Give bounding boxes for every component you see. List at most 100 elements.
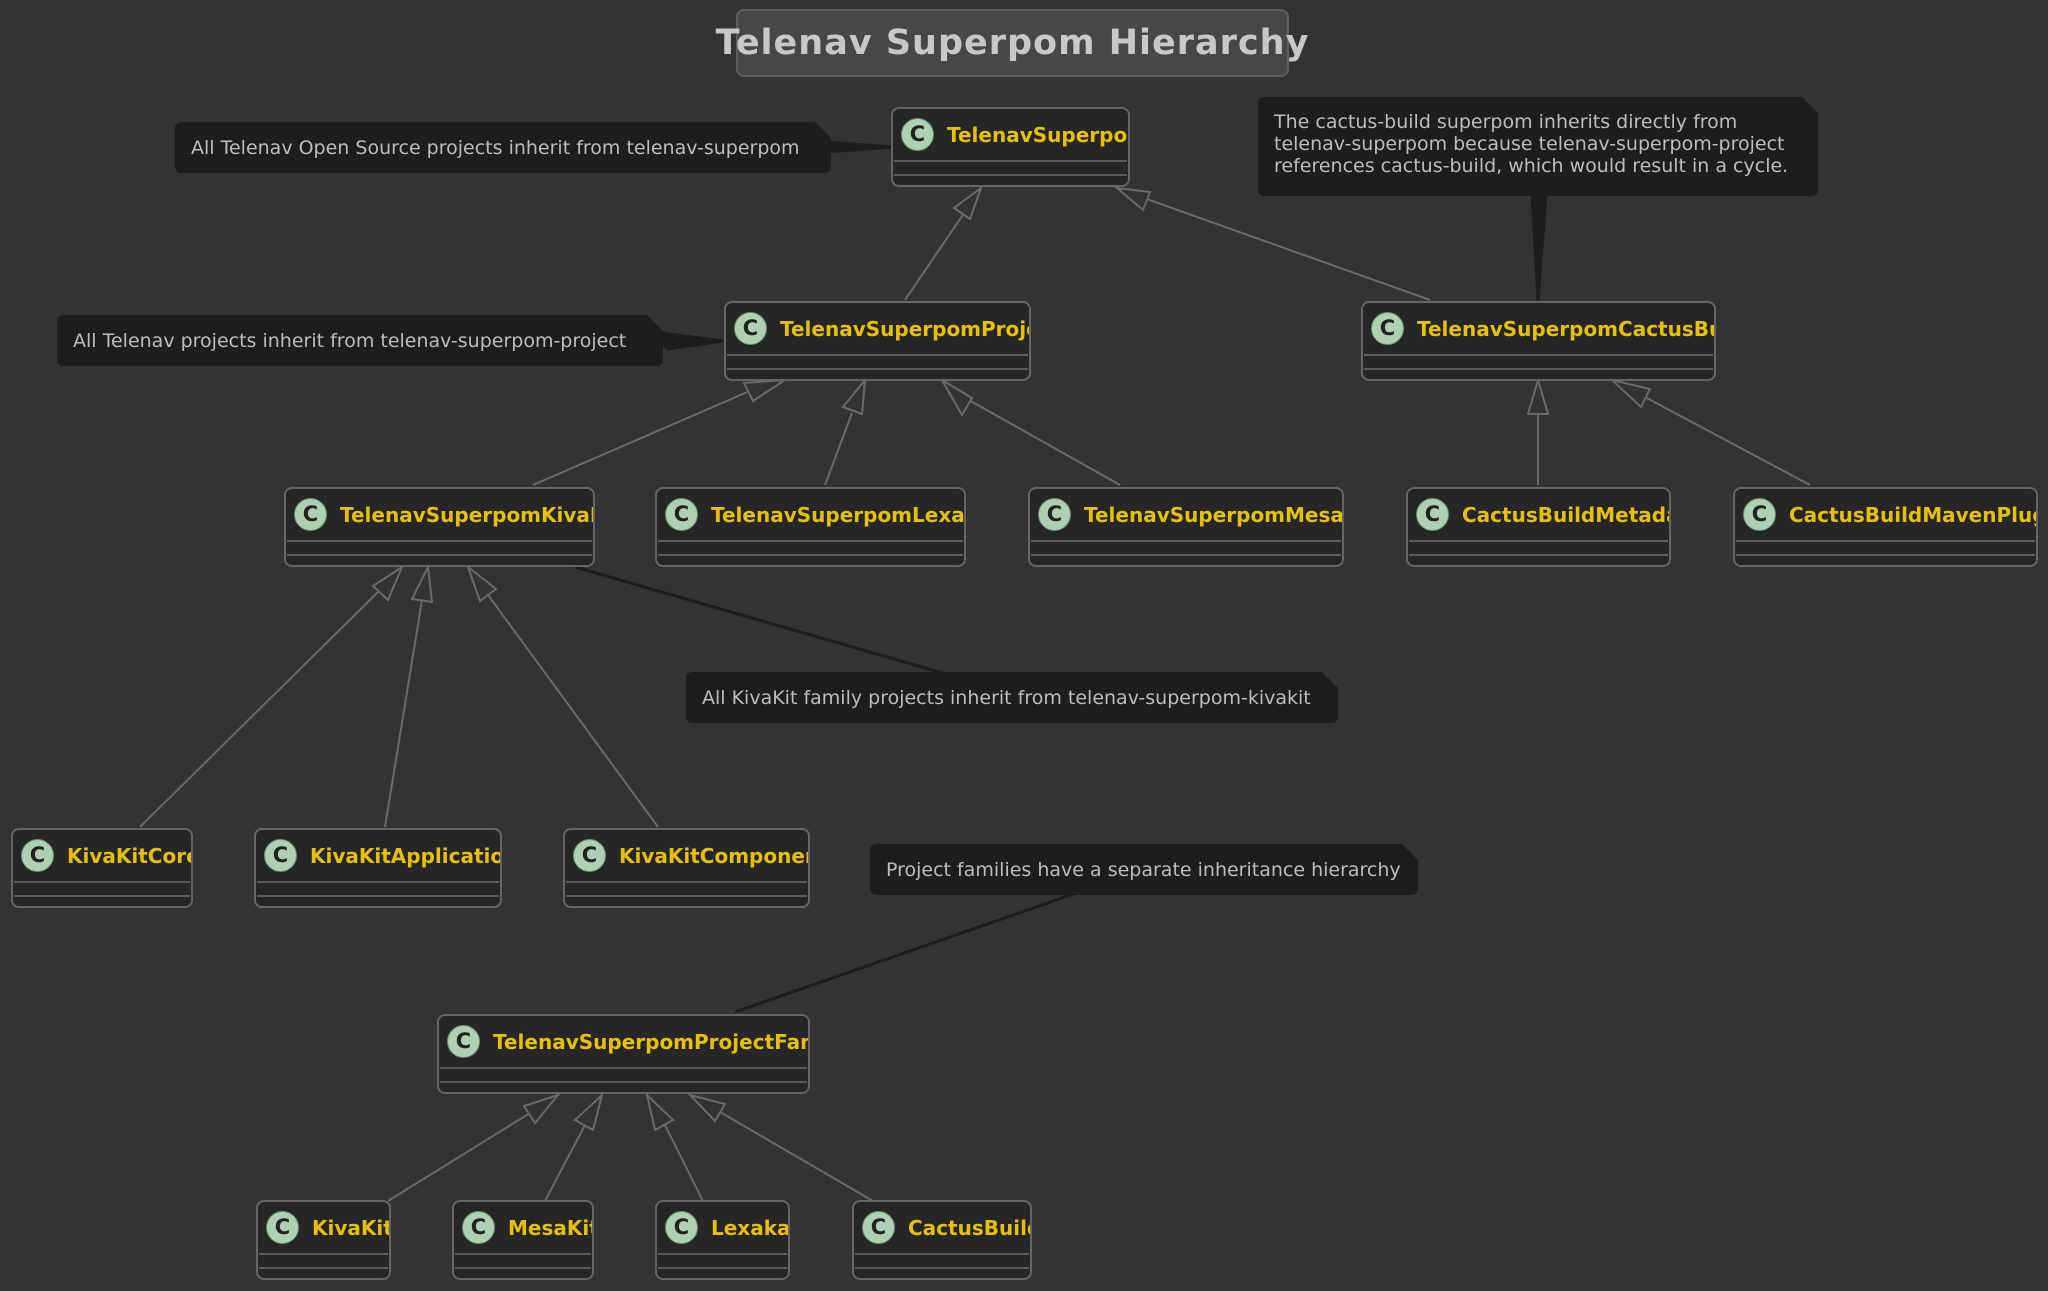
edge-kivakitapplication-to-kivakit <box>384 599 423 828</box>
divider <box>658 1253 787 1255</box>
divider <box>259 1253 388 1255</box>
class-icon: C <box>665 1211 698 1244</box>
class-icon: C <box>462 1211 495 1244</box>
edge-family-lexakai <box>664 1124 704 1202</box>
class-name: TelenavSuperpomProjectFamily <box>493 1029 808 1054</box>
class-name: Lexakai <box>711 1215 788 1240</box>
note-fold <box>1402 844 1418 860</box>
class-telenav-superpom-kivakit[interactable]: CTelenavSuperpomKivaKit <box>284 487 595 567</box>
note-text: Project families have a separate inherit… <box>886 858 1401 881</box>
note-line-1: The cactus-build superpom inherits direc… <box>1274 111 1738 133</box>
class-telenav-superpom-lexakai[interactable]: C TelenavSuperpomLexakai <box>655 487 966 567</box>
diagram-title: Telenav Superpom Hierarchy <box>716 9 1308 77</box>
divider <box>566 881 807 883</box>
note-link-families <box>734 888 1086 1014</box>
arrowhead <box>1608 378 1652 409</box>
class-icon: C <box>1371 312 1404 345</box>
class-name: TelenavSuperpomCactusBuild <box>1417 316 1714 341</box>
arrowhead <box>1113 186 1152 212</box>
divider <box>14 895 190 897</box>
note-fold <box>815 122 831 138</box>
class-telenav-superpom-project[interactable]: C TelenavSuperpomProject <box>724 301 1031 381</box>
note-superpom: All Telenav Open Source projects inherit… <box>175 122 831 173</box>
note-text: All Telenav Open Source projects inherit… <box>191 136 800 159</box>
class-name: TelenavSuperpomMesaKit <box>1084 502 1342 527</box>
class-kivakit-component[interactable]: C KivaKitComponent <box>563 828 810 908</box>
class-name: KivaKitApplication <box>310 843 500 868</box>
edge-family-kivakit <box>387 1112 531 1202</box>
note-fold <box>1802 97 1818 113</box>
divider <box>259 1267 388 1269</box>
divider <box>1364 354 1713 356</box>
note-project: All Telenav projects inherit from telena… <box>57 315 663 366</box>
edge-family-cactusbuild <box>719 1111 874 1202</box>
divider <box>727 368 1028 370</box>
divider <box>894 174 1127 176</box>
divider <box>14 881 190 883</box>
class-name: MesaKit <box>508 1215 592 1240</box>
class-mesakit[interactable]: C MesaKit <box>452 1200 594 1280</box>
divider <box>1736 540 2035 542</box>
class-icon: C <box>901 118 934 151</box>
class-telenav-superpom-mesakit[interactable]: C TelenavSuperpomMesaKit <box>1028 487 1344 567</box>
note-project-families: Project families have a separate inherit… <box>870 844 1418 895</box>
class-telenav-superpom-cactusbuild[interactable]: C TelenavSuperpomCactusBuild <box>1361 301 1716 381</box>
edge-cactusbuild-to-superpom <box>1129 192 1431 301</box>
edge-family-mesakit <box>544 1124 586 1202</box>
arrowhead <box>1526 376 1550 415</box>
class-cactus-build-metadata[interactable]: CCactusBuildMetadata <box>1406 487 1671 567</box>
note-line-2: telenav-superpom because telenav-superpo… <box>1274 133 1785 155</box>
class-name: KivaKit <box>312 1215 389 1240</box>
arrowhead <box>952 185 984 221</box>
edge-kivakitcomponent-to-kivakit <box>487 594 659 828</box>
divider <box>440 1067 807 1069</box>
class-name: CactusBuild <box>908 1215 1030 1240</box>
divider <box>257 881 499 883</box>
note-fold <box>647 315 663 331</box>
divider <box>658 540 963 542</box>
divider <box>658 554 963 556</box>
arrowhead <box>742 378 789 403</box>
note-text: All KivaKit family projects inherit from… <box>702 686 1311 709</box>
class-name: TelenavSuperpomProject <box>780 316 1029 341</box>
class-name: CactusBuildMavenPlugin <box>1789 502 2036 527</box>
divider <box>1409 554 1668 556</box>
divider <box>455 1267 591 1269</box>
arrowhead <box>573 1091 604 1132</box>
note-fold <box>1322 672 1338 688</box>
note-kivakit: All KivaKit family projects inherit from… <box>686 672 1338 723</box>
edge-mesakit-to-project <box>959 394 1121 486</box>
class-icon: C <box>1416 498 1449 531</box>
class-icon: C <box>447 1025 480 1058</box>
divider <box>287 540 592 542</box>
class-icon: C <box>665 498 698 531</box>
class-name: TelenavSuperpomLexakai <box>711 502 964 527</box>
class-cactus-build-maven-plugin[interactable]: C CactusBuildMavenPlugin <box>1733 487 2038 567</box>
arrowhead <box>645 1091 675 1132</box>
arrowhead <box>522 1092 561 1125</box>
divider <box>658 1267 787 1269</box>
divider <box>855 1253 1029 1255</box>
edge-kivakit-to-project <box>532 389 753 486</box>
class-lexakai[interactable]: C Lexakai <box>655 1200 790 1280</box>
arrowhead <box>371 564 405 602</box>
class-name: KivaKitComponent <box>619 843 808 868</box>
class-icon: C <box>734 312 767 345</box>
divider <box>1364 368 1713 370</box>
edge-lexakai-to-project <box>824 412 853 486</box>
arrowhead <box>465 564 498 603</box>
class-icon: C <box>573 839 606 872</box>
divider <box>257 895 499 897</box>
arrowhead <box>686 1093 727 1123</box>
divider <box>1031 540 1341 542</box>
divider <box>855 1267 1029 1269</box>
class-icon: C <box>1743 498 1776 531</box>
class-telenav-superpom-project-family[interactable]: C TelenavSuperpomProjectFamily <box>437 1014 810 1094</box>
class-icon: C <box>294 498 327 531</box>
class-icon: C <box>1038 498 1071 531</box>
